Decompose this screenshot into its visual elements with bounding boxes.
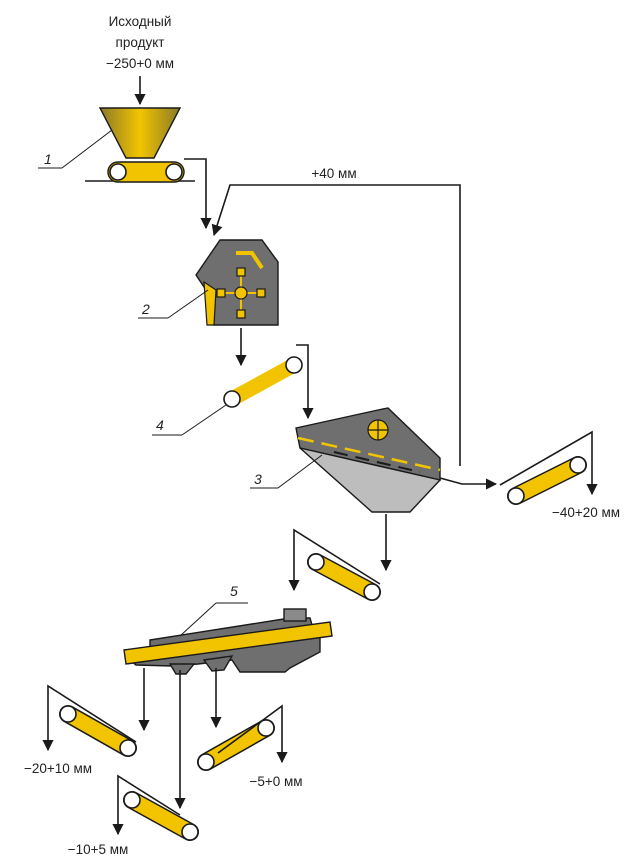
belt-r-fill [508, 457, 586, 504]
screen-hopper [299, 447, 442, 513]
label-5: 5 [230, 583, 238, 599]
screen5-outlet-1 [168, 663, 196, 675]
feed-label-line1: Исходный [109, 14, 172, 29]
feeder-roller-left [109, 163, 127, 181]
crusher-jaw [203, 280, 217, 326]
belt-r-roller-right [569, 456, 587, 474]
product-40-20-label: −40+20 мм [552, 505, 620, 520]
conveyor-10-5 [123, 791, 199, 841]
crusher-flap [236, 251, 264, 270]
belt-c-discharge-arrow [112, 774, 181, 836]
leader-1b [61, 129, 113, 169]
belt4-roller-bottom [223, 390, 241, 408]
leader-2b [167, 289, 209, 319]
conveyor-to-screen5 [307, 553, 381, 601]
belt-c-roller-right [181, 823, 199, 841]
feeder-belt [107, 161, 185, 183]
belt-b-roller-left [197, 753, 215, 771]
product-10-5-label: −10+5 мм [68, 842, 129, 857]
crusher-hammer-left [216, 288, 226, 298]
crusher [195, 239, 279, 326]
feeder-roller-right [165, 163, 183, 181]
oversize-label: +40 мм [311, 166, 356, 181]
crusher-hammer-right [256, 288, 266, 298]
label-2: 2 [141, 301, 150, 317]
belt-r-roller-left [507, 487, 525, 505]
screen-deck-upper [297, 436, 441, 472]
label-1: 1 [44, 151, 52, 167]
screen5-deck [123, 621, 333, 665]
crusher-rotor-hub [234, 286, 248, 300]
screen5-outlet-2 [202, 655, 234, 672]
product-20-10-label: −20+10 мм [24, 761, 92, 776]
feed-label-line3: −250+0 мм [106, 56, 174, 71]
belt-a-fill [60, 706, 136, 756]
leader-4b [181, 404, 227, 436]
belt-b-discharge-arrow [217, 704, 288, 764]
belt-c-roller-left [123, 791, 141, 809]
belt-b-fill [198, 720, 274, 770]
belt-a-roller-left [59, 705, 77, 723]
belt-mid-roller-right [363, 583, 381, 601]
crusher-hammer-top [236, 267, 246, 277]
conveyor-4 [223, 356, 303, 408]
screen-3 [295, 407, 442, 513]
label-3: 3 [254, 471, 262, 487]
label-4: 4 [156, 417, 164, 433]
hopper-feeder [85, 107, 195, 183]
screen-deck-lower [333, 451, 421, 473]
belt-c-fill [124, 792, 198, 840]
conveyor-40-20 [507, 456, 587, 505]
belt-a-roller-right [119, 739, 137, 757]
screen-to-right-belt-arrow [439, 477, 498, 490]
right-belt-discharge-arrow [499, 430, 598, 496]
screen-5 [123, 608, 333, 675]
screen5-drive [283, 608, 307, 622]
belt-mid-roller-left [307, 553, 325, 571]
leader-5b [179, 602, 217, 637]
leader-3b [277, 454, 323, 489]
feeder-to-crusher-arrow [184, 158, 212, 230]
conveyor-20-10 [59, 705, 137, 757]
belt-mid-fill [308, 554, 380, 600]
belt-b-roller-right [257, 719, 275, 737]
feed-label-line2: продукт [116, 35, 165, 50]
oversize-recycle-line [211, 184, 461, 466]
belt4-roller-top [285, 356, 303, 374]
conveyor-5-0 [197, 719, 275, 771]
product-5-0-label: −5+0 мм [249, 774, 302, 789]
belt-a-discharge-arrow [42, 684, 137, 752]
belt4-fill [224, 357, 302, 407]
hopper [98, 107, 182, 159]
belt-mid-discharge-arrow [288, 528, 381, 592]
crusher-hammer-bottom [236, 309, 246, 319]
belt4-to-screen-arrow [296, 344, 314, 420]
